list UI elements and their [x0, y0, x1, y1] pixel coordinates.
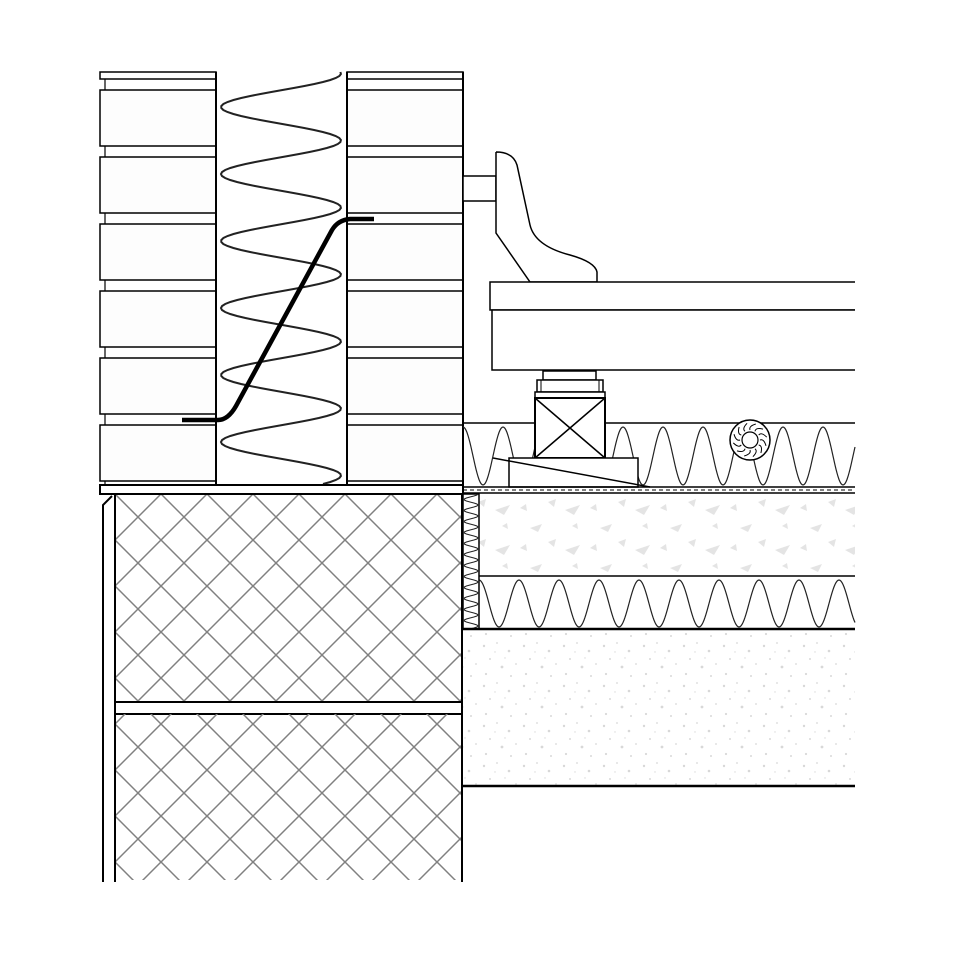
floor-joist: [491, 309, 855, 371]
brick: [99, 357, 217, 415]
ventilator-blade: [759, 439, 767, 446]
ventilator-blade: [733, 434, 741, 441]
brick: [99, 424, 217, 482]
brick-partial: [346, 71, 464, 80]
brick: [99, 223, 217, 281]
wedge: [492, 457, 651, 488]
ventilator-icon: [729, 419, 771, 461]
packer: [542, 370, 597, 381]
brick: [99, 156, 217, 214]
edge-insulation-waves: [463, 493, 479, 630]
ventilator-blade: [754, 428, 764, 432]
brick: [346, 357, 464, 415]
cavity-insulation: [219, 71, 342, 485]
brick: [346, 424, 464, 482]
sleeper-block: [534, 397, 606, 459]
ventilator-blade: [758, 433, 768, 438]
concrete-slab: [463, 629, 855, 786]
brick-partial: [99, 71, 217, 80]
ventilator-blade: [749, 423, 756, 431]
ventilator-blade: [743, 422, 748, 432]
brick: [346, 223, 464, 281]
packer: [536, 379, 604, 393]
brick: [99, 290, 217, 348]
foundation-block-upper: [114, 493, 463, 703]
outer-brick-leaf: [99, 71, 217, 485]
wall-plate: [462, 175, 497, 202]
ventilator-blade: [744, 449, 751, 457]
brick: [99, 89, 217, 147]
ventilator-blade: [736, 448, 746, 452]
ventilator-blade: [732, 442, 742, 447]
brick: [346, 156, 464, 214]
render-line: [102, 495, 113, 882]
foundation-course: [114, 701, 463, 715]
brick: [346, 89, 464, 147]
slab-insulation: [478, 579, 856, 628]
inner-brick-leaf: [346, 71, 464, 485]
cavity-tray-dpc: [182, 216, 374, 423]
skirting-board: [495, 151, 598, 283]
floorboard: [489, 281, 855, 311]
ventilator-blade: [752, 448, 757, 458]
base-plate: [99, 484, 464, 495]
ventilator-blade: [758, 444, 762, 454]
foundation-block-lower: [115, 714, 462, 880]
brick: [346, 290, 464, 348]
screed: [479, 494, 855, 576]
ventilator-blade: [738, 426, 742, 436]
